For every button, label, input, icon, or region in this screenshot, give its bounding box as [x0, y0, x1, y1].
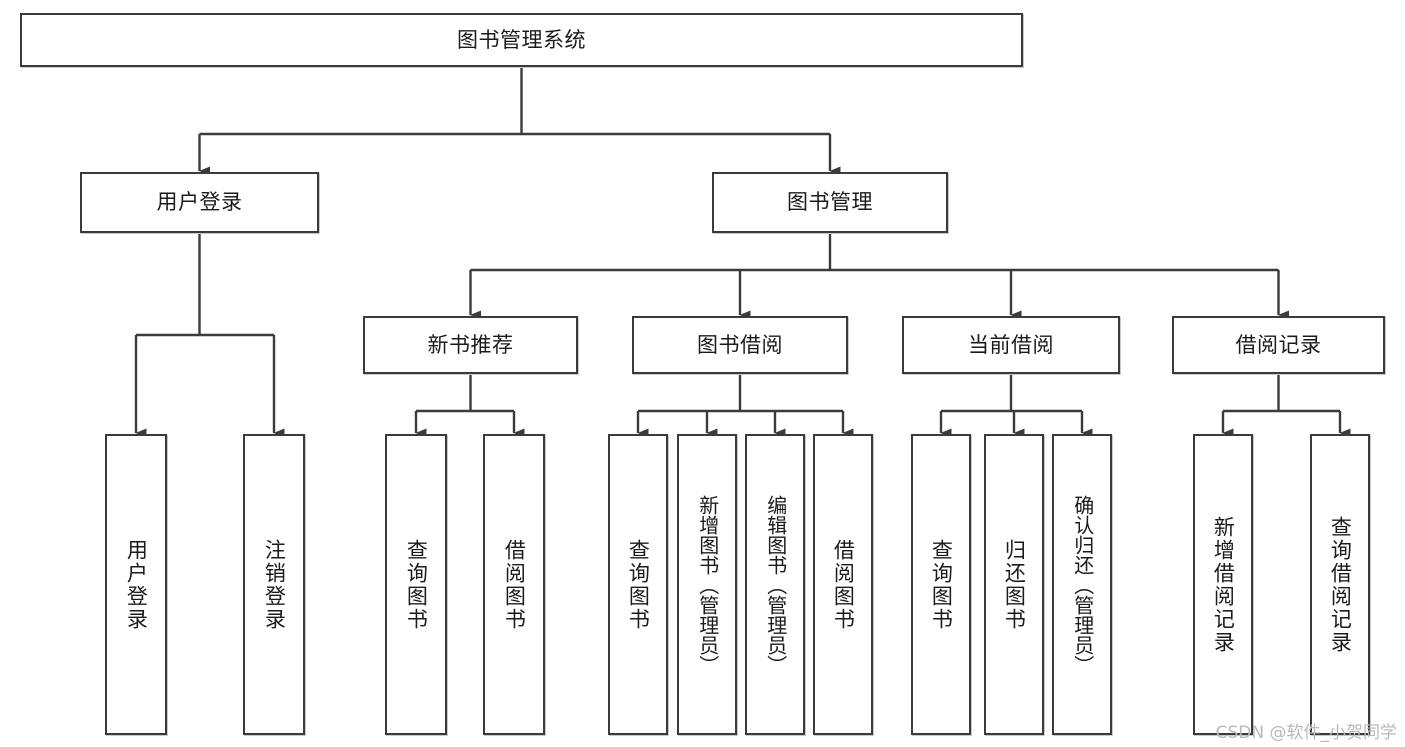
node-leaf-query-borrow-record[interactable]: 查询借阅记录: [1310, 434, 1370, 735]
node-label-leaf-edit-book: 编辑图书（管理员）: [763, 494, 788, 675]
node-label-leaf-query-book-current: 查询图书: [929, 538, 954, 631]
node-label-leaf-borrow-book: 借阅图书: [831, 538, 856, 631]
node-leaf-query-book-borrow[interactable]: 查询图书: [608, 434, 668, 735]
node-leaf-confirm-return[interactable]: 确认归还（管理员）: [1052, 434, 1112, 735]
node-label-leaf-logout: 注销登录: [262, 538, 287, 631]
node-label-new-book-recommend: 新书推荐: [427, 332, 514, 357]
node-label-leaf-query-book-recommend: 查询图书: [404, 538, 429, 631]
node-label-book-borrow: 图书借阅: [697, 332, 783, 357]
node-book-manage[interactable]: 图书管理: [712, 172, 948, 233]
node-leaf-borrow-book-recommend[interactable]: 借阅图书: [483, 434, 545, 735]
node-leaf-edit-book[interactable]: 编辑图书（管理员）: [745, 434, 805, 735]
node-leaf-add-borrow-record[interactable]: 新增借阅记录: [1193, 434, 1253, 735]
node-leaf-user-login[interactable]: 用户登录: [105, 434, 167, 735]
node-book-borrow[interactable]: 图书借阅: [632, 316, 848, 374]
node-label-borrow-record: 借阅记录: [1235, 332, 1322, 357]
node-label-leaf-return-book: 归还图书: [1002, 538, 1027, 631]
node-current-borrow[interactable]: 当前借阅: [902, 316, 1120, 374]
node-label-book-manage: 图书管理: [787, 190, 873, 215]
node-label-leaf-borrow-book-recommend: 借阅图书: [502, 538, 527, 631]
node-label-leaf-add-borrow-record: 新增借阅记录: [1211, 515, 1236, 654]
node-new-book-recommend[interactable]: 新书推荐: [363, 316, 578, 374]
node-leaf-add-book[interactable]: 新增图书（管理员）: [677, 434, 737, 735]
node-leaf-query-book-recommend[interactable]: 查询图书: [385, 434, 447, 735]
node-label-leaf-query-borrow-record: 查询借阅记录: [1328, 515, 1353, 654]
node-label-leaf-query-book-borrow: 查询图书: [626, 538, 651, 631]
node-leaf-return-book[interactable]: 归还图书: [984, 434, 1044, 735]
node-label-user-login: 用户登录: [156, 190, 243, 215]
node-label-leaf-confirm-return: 确认归还（管理员）: [1070, 494, 1095, 675]
node-borrow-record[interactable]: 借阅记录: [1172, 316, 1385, 374]
node-leaf-query-book-current[interactable]: 查询图书: [911, 434, 971, 735]
node-label-leaf-add-book: 新增图书（管理员）: [695, 494, 720, 675]
node-user-login[interactable]: 用户登录: [80, 172, 319, 233]
node-label-leaf-user-login: 用户登录: [124, 538, 149, 631]
node-label-root: 图书管理系统: [457, 27, 586, 52]
node-label-current-borrow: 当前借阅: [968, 332, 1054, 357]
node-leaf-logout[interactable]: 注销登录: [243, 434, 305, 735]
node-root[interactable]: 图书管理系统: [20, 13, 1023, 67]
node-leaf-borrow-book[interactable]: 借阅图书: [813, 434, 873, 735]
